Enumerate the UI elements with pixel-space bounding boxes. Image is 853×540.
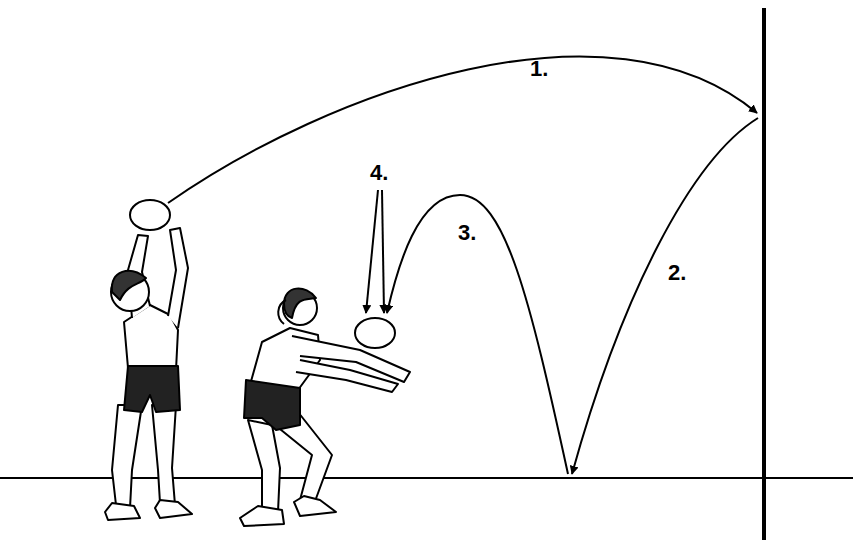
passer-figure [240,288,410,526]
setter-figure [105,228,192,520]
volleyball [355,318,395,348]
callout-number: 3. [458,222,476,244]
trajectory-arc [572,118,758,474]
callout-number: 1. [530,58,548,80]
trajectory-arc [387,195,568,474]
pointer-arrow [366,190,378,313]
callout-number: 4. [370,162,388,184]
wall-line [762,8,766,540]
volleyball [130,200,170,230]
trajectory-arc [168,57,757,203]
callout-number: 2. [668,262,686,284]
pointer-arrow [382,190,384,313]
